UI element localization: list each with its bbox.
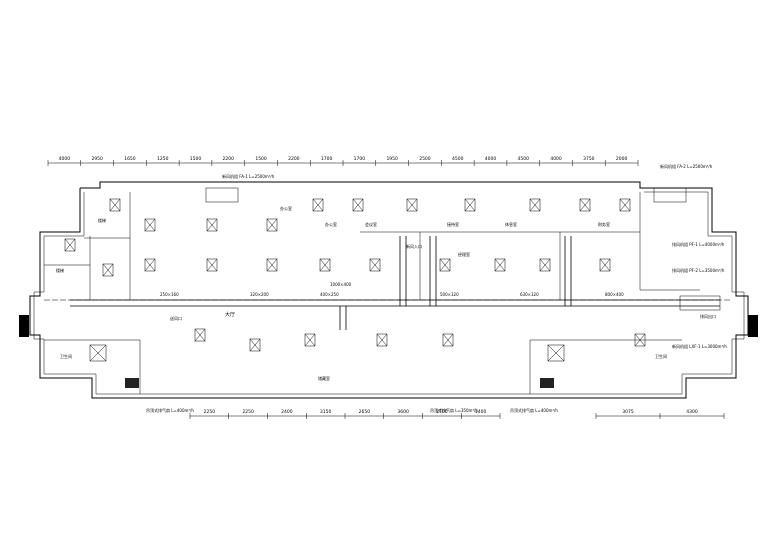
air-diffuser [109, 198, 121, 212]
air-diffuser [102, 263, 114, 277]
top-dimension-value: 2200 [288, 156, 300, 162]
top-dimension-value: 1500 [190, 156, 202, 162]
left-entry-hatch [19, 315, 29, 337]
bottom-dimension-value: 2250 [204, 409, 216, 415]
note-bottom-center-fan: 吊顶式排气扇 L=350m³/h [430, 407, 478, 413]
room-hall: 大厅 [225, 311, 235, 318]
main-duct-run [70, 236, 720, 330]
air-diffuser [64, 238, 76, 252]
air-diffuser [634, 333, 646, 347]
top-dimension-chain: 4000 2950 1650 1250 1500 2200 1500 2200 1700 1700… [47, 156, 639, 166]
note-top-right-unit: 新风机组 FA-2 L=2500m³/h [660, 163, 713, 169]
room-lounge: 休息室 [505, 221, 517, 227]
air-diffuser [194, 328, 206, 342]
air-diffuser [249, 338, 261, 352]
inlet-label-2: 排风出口 [700, 313, 716, 319]
bottom-dimension-value: 1400 [475, 409, 487, 415]
top-dimension-value: 1950 [386, 156, 398, 162]
duct-label-6: 800×400 [605, 292, 624, 297]
building-outline [19, 181, 758, 399]
note-right-unit-b: 排风机组 PF-2 L=3500m³/h [672, 267, 725, 273]
top-dimension-value: 4000 [550, 156, 562, 162]
top-dimension-value: 2200 [223, 156, 235, 162]
duct-label-1: 250×160 [160, 292, 179, 297]
top-dimension-value: 1650 [124, 156, 136, 162]
bottom-dimension-value: 2650 [359, 409, 371, 415]
note-top-center-unit: 新风机组 FA-1 L=2500m³/h [222, 173, 275, 179]
bottom-dimension-value: 2700 [436, 409, 448, 415]
air-diffuser [464, 198, 476, 212]
top-dimension-value: 2000 [616, 156, 628, 162]
room-stair-right: 楼梯 [98, 217, 106, 223]
duct-label-5: 630×320 [520, 292, 539, 297]
air-diffuser [319, 258, 331, 272]
room-reception: 接待室 [447, 221, 459, 227]
top-dimension-value: 4500 [518, 156, 530, 162]
room-finance: 财务室 [598, 221, 610, 227]
room-washroom-right: 卫生间 [655, 353, 667, 359]
top-dimension-value: 1700 [354, 156, 366, 162]
bottom-dimension-value: 3150 [320, 409, 332, 415]
bottom-right-dimension-value: 3075 [622, 409, 634, 415]
room-storage: 储藏室 [318, 375, 330, 381]
air-diffuser [369, 258, 381, 272]
room-manager: 经理室 [458, 251, 470, 257]
room-meeting: 会议室 [365, 221, 377, 227]
top-dimension-value: 4500 [452, 156, 464, 162]
top-dimension-value: 2500 [419, 156, 431, 162]
top-dimension-value: 4000 [59, 156, 71, 162]
air-diffuser [439, 258, 451, 272]
air-diffuser [144, 218, 156, 232]
air-diffuser [494, 258, 506, 272]
air-diffuser [599, 258, 611, 272]
air-diffuser [442, 333, 454, 347]
room-office-left: 办公室 [280, 205, 292, 211]
room-office-center: 办公室 [325, 221, 337, 227]
bottom-dimension-value: 3600 [397, 409, 409, 415]
bottom-dimension-chain: 2250 2250 2400 3150 2650 3600 2700 1400 3075 4300 [189, 409, 725, 419]
top-dimension-value: 2950 [91, 156, 103, 162]
note-bottom-right-fan: 吊顶式排气扇 L=400m³/h [510, 407, 558, 413]
air-diffuser [304, 333, 316, 347]
top-dimension-value: 1250 [157, 156, 169, 162]
bottom-dimension-value: 2250 [242, 409, 254, 415]
air-diffuser [539, 258, 551, 272]
air-diffuser [529, 198, 541, 212]
room-washroom-left: 卫生间 [60, 353, 72, 359]
air-diffuser [266, 218, 278, 232]
air-diffuser [266, 258, 278, 272]
duct-label-3: 400×250 [320, 292, 339, 297]
inlet-label-3: 送风口 [170, 315, 182, 321]
bottom-dimension-value: 2400 [281, 409, 293, 415]
note-right-unit-c: 新风机组 LXF-1 L=3000m³/h [672, 343, 727, 349]
note-bottom-left-fan: 吊顶式排气扇 L=400m³/h [146, 407, 194, 413]
air-diffuser [352, 198, 364, 212]
bottom-right-dimension-value: 4300 [686, 409, 698, 415]
air-diffuser [206, 258, 218, 272]
air-diffuser [376, 333, 388, 347]
exhaust-units [89, 187, 721, 388]
top-dimension-value: 1500 [255, 156, 267, 162]
air-diffuser [312, 198, 324, 212]
air-diffuser [144, 258, 156, 272]
top-dimension-value: 4000 [485, 156, 497, 162]
air-diffuser [619, 198, 631, 212]
inlet-label-1: 新风入口 [406, 243, 422, 249]
air-diffuser [406, 198, 418, 212]
air-diffuser [579, 198, 591, 212]
top-dimension-value: 1700 [321, 156, 333, 162]
duct-label-2: 320×200 [250, 292, 269, 297]
duct-label-4: 500×320 [440, 292, 459, 297]
top-dimension-value: 3750 [583, 156, 595, 162]
note-right-unit-a: 排风机组 PF-1 L=4000m³/h [672, 241, 725, 247]
room-stair-left: 楼梯 [56, 267, 64, 273]
air-diffuser [206, 218, 218, 232]
duct-label-7: 1000×400 [330, 282, 352, 287]
right-entry-hatch [748, 315, 758, 337]
